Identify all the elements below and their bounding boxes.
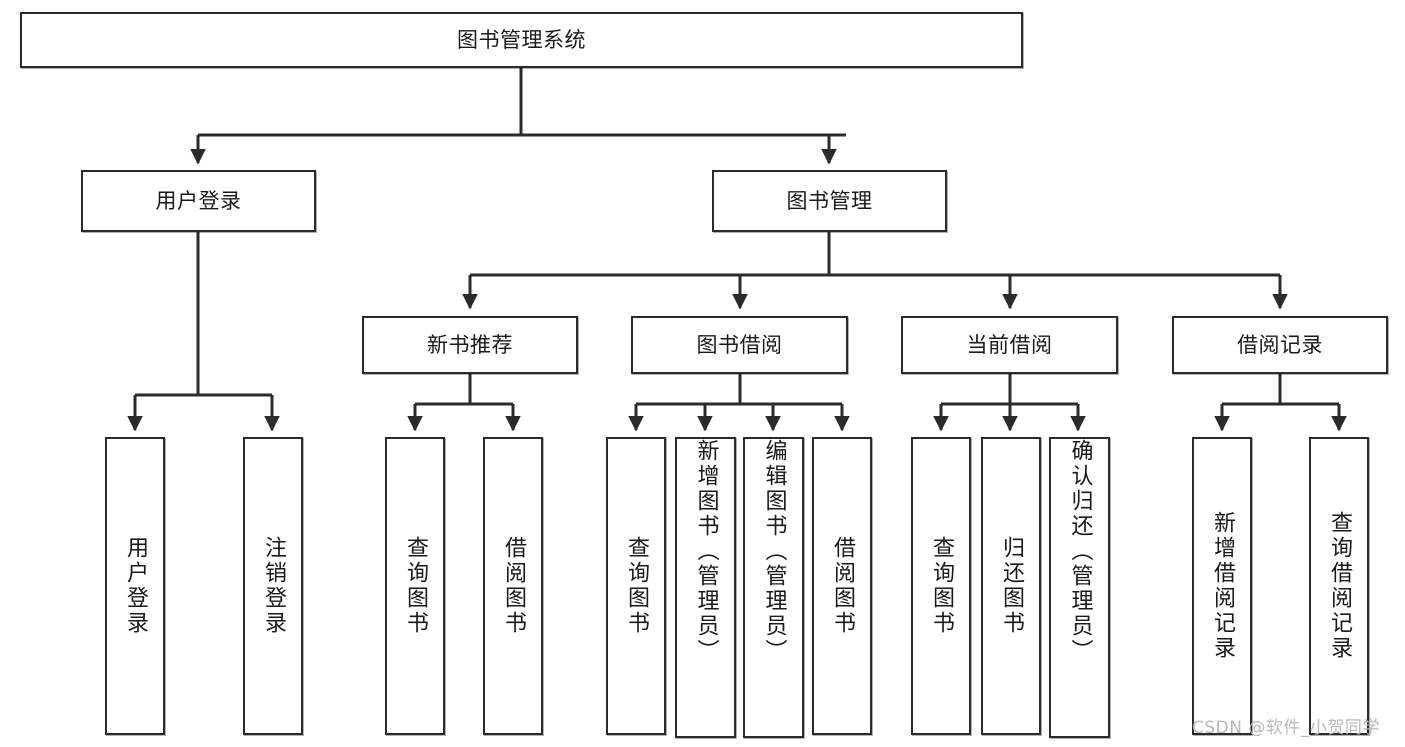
leaf-return-book[interactable]: 归还图书 bbox=[981, 437, 1041, 735]
node-new-book-recommend[interactable]: 新书推荐 bbox=[362, 316, 578, 374]
node-root-system-label: 图书管理系统 bbox=[457, 27, 586, 52]
leaf-query-book-borrow-label: 查询图书 bbox=[624, 536, 649, 636]
leaf-confirm-return-admin[interactable]: 确认归还（管理员） bbox=[1049, 437, 1110, 738]
leaf-edit-book-admin-label: 编辑图书（管理员） bbox=[761, 439, 787, 664]
leaf-add-book-admin[interactable]: 新增图书（管理员） bbox=[675, 437, 736, 738]
node-user-login[interactable]: 用户登录 bbox=[81, 170, 316, 232]
node-root-system[interactable]: 图书管理系统 bbox=[20, 12, 1023, 68]
leaf-query-borrow-record-label: 查询借阅记录 bbox=[1327, 511, 1352, 661]
leaf-logout-label: 注销登录 bbox=[261, 536, 286, 636]
leaf-borrow-book-recommend[interactable]: 借阅图书 bbox=[483, 437, 543, 735]
leaf-return-book-label: 归还图书 bbox=[999, 536, 1024, 636]
leaf-user-login[interactable]: 用户登录 bbox=[105, 437, 165, 735]
node-user-login-label: 用户登录 bbox=[155, 188, 242, 213]
leaf-query-book-current[interactable]: 查询图书 bbox=[911, 437, 971, 735]
leaf-logout[interactable]: 注销登录 bbox=[243, 437, 303, 735]
leaf-edit-book-admin[interactable]: 编辑图书（管理员） bbox=[743, 437, 804, 738]
node-current-borrow[interactable]: 当前借阅 bbox=[901, 316, 1118, 374]
node-book-management-label: 图书管理 bbox=[786, 188, 873, 213]
leaf-query-book-borrow[interactable]: 查询图书 bbox=[606, 437, 666, 735]
leaf-user-login-label: 用户登录 bbox=[123, 536, 148, 636]
watermark-csdn: CSDN @软件_小贺同学 bbox=[1192, 718, 1380, 738]
node-current-borrow-label: 当前借阅 bbox=[966, 332, 1053, 357]
node-book-management[interactable]: 图书管理 bbox=[712, 170, 947, 232]
node-book-borrow-label: 图书借阅 bbox=[696, 332, 783, 357]
leaf-add-borrow-record[interactable]: 新增借阅记录 bbox=[1192, 437, 1252, 735]
leaf-query-book-recommend-label: 查询图书 bbox=[403, 536, 428, 636]
node-borrow-record[interactable]: 借阅记录 bbox=[1172, 316, 1388, 374]
leaf-add-book-admin-label: 新增图书（管理员） bbox=[693, 439, 719, 664]
leaf-add-borrow-record-label: 新增借阅记录 bbox=[1210, 511, 1235, 661]
leaf-borrow-book-recommend-label: 借阅图书 bbox=[501, 536, 526, 636]
leaf-borrow-book-borrow[interactable]: 借阅图书 bbox=[812, 437, 872, 735]
node-book-borrow[interactable]: 图书借阅 bbox=[631, 316, 848, 374]
leaf-query-book-current-label: 查询图书 bbox=[929, 536, 954, 636]
leaf-confirm-return-admin-label: 确认归还（管理员） bbox=[1067, 439, 1093, 664]
leaf-borrow-book-borrow-label: 借阅图书 bbox=[830, 536, 855, 636]
node-borrow-record-label: 借阅记录 bbox=[1237, 332, 1323, 357]
leaf-query-borrow-record[interactable]: 查询借阅记录 bbox=[1309, 437, 1369, 735]
node-new-book-recommend-label: 新书推荐 bbox=[427, 332, 513, 357]
leaf-query-book-recommend[interactable]: 查询图书 bbox=[385, 437, 445, 735]
